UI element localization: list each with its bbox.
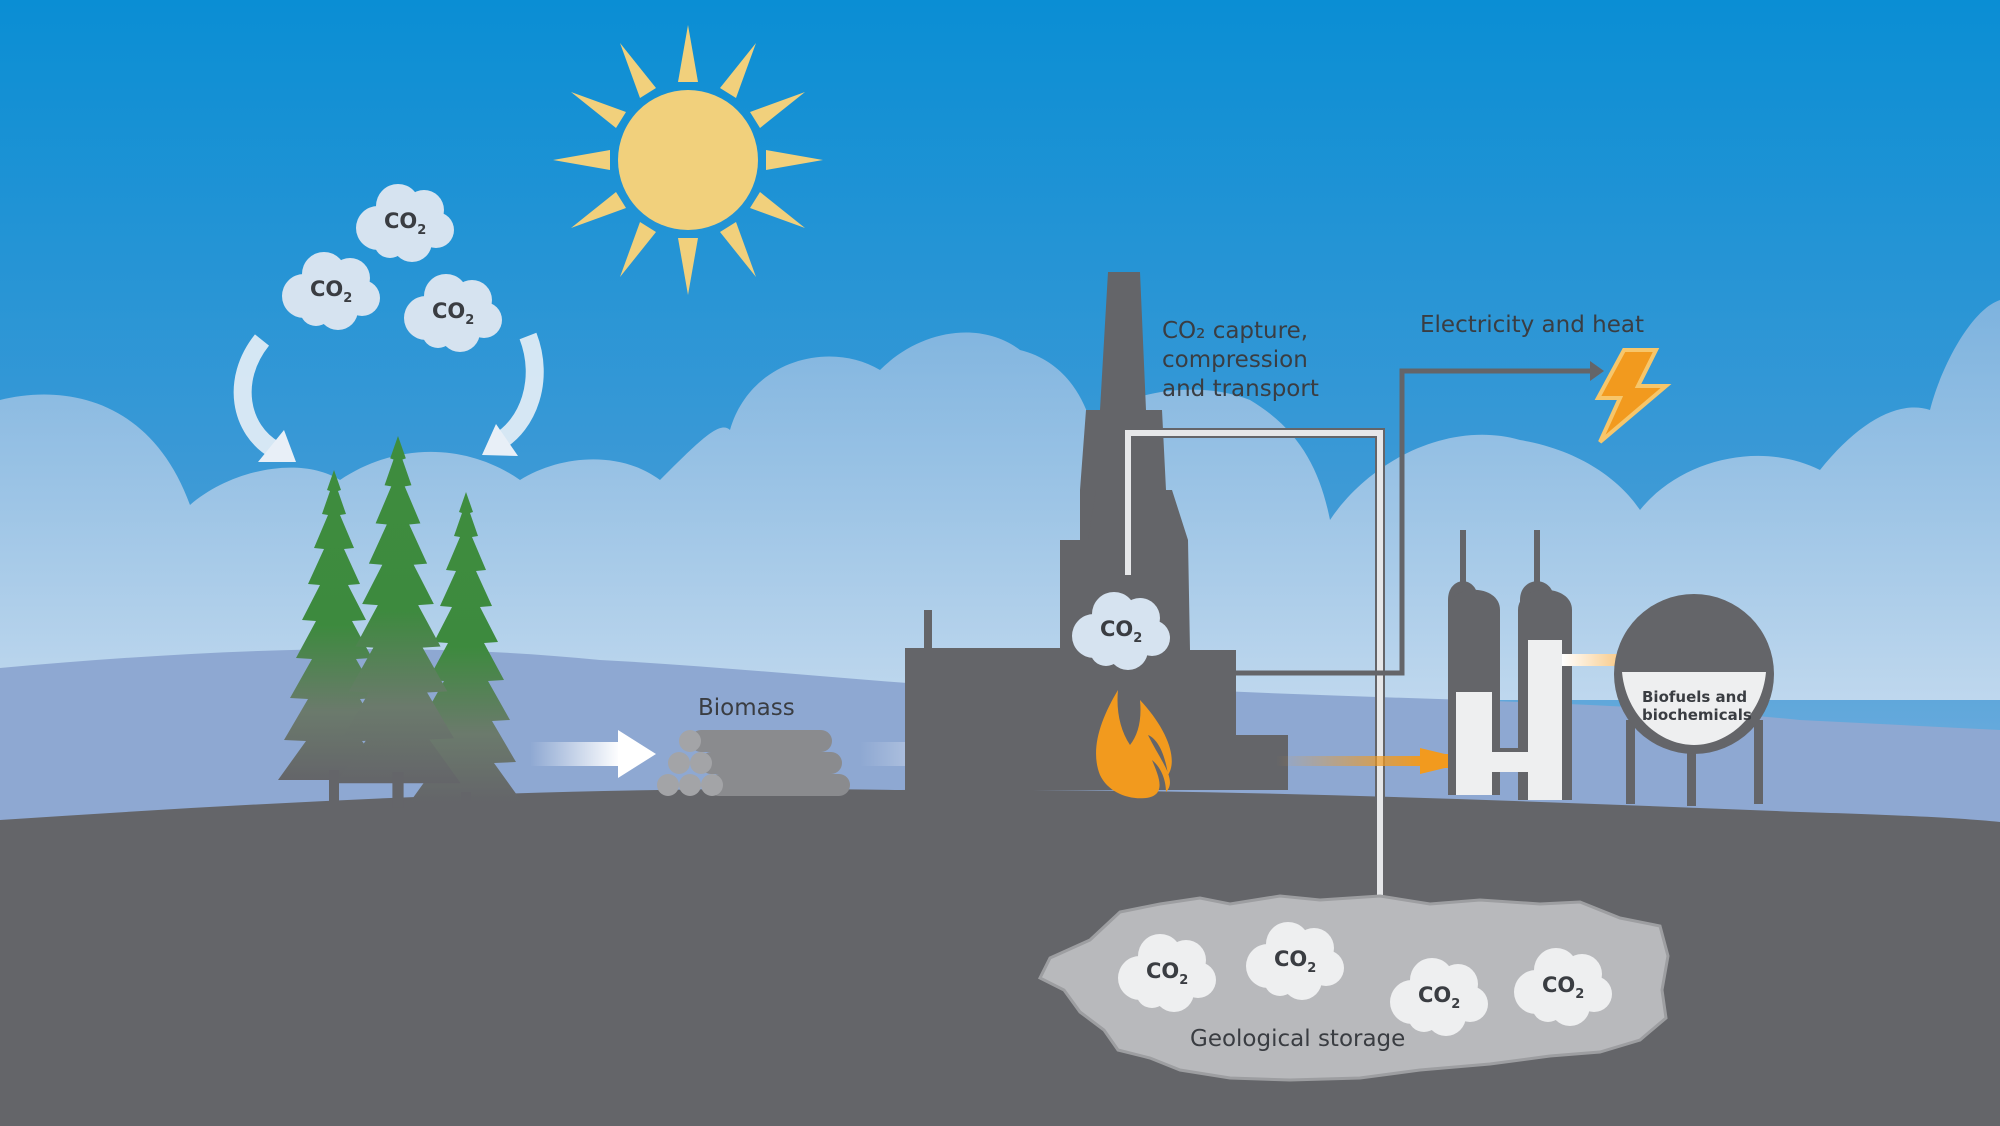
co2-cloud-icon: CO2 [1118,934,1216,1012]
flame-icon [1096,690,1172,799]
flow-arrow-to-biomass [530,730,656,778]
svg-text:CO2: CO2 [384,209,426,238]
co2-subscript: 2 [1179,973,1188,988]
log-pile-icon [657,730,850,796]
co2-uptake-arrowhead-left [258,430,296,462]
capture-label-line3: and transport [1162,376,1319,402]
capture-label-line2: compression [1162,347,1308,373]
biomass-label: Biomass [698,695,795,721]
svg-text:CO2: CO2 [1274,947,1316,976]
co2-cloud-icon: CO2 [356,184,454,262]
co2-subscript: 2 [343,291,352,306]
svg-text:CO2: CO2 [1418,983,1460,1012]
co2-text: CO [1146,959,1179,983]
co2-text: CO [384,209,417,233]
svg-text:CO2: CO2 [1146,959,1188,988]
electricity-line [1236,361,1604,676]
co2-text: CO [1274,947,1307,971]
co2-cloud-icon: CO2 [282,252,380,330]
tree-icon [278,436,522,828]
cloud-band [0,300,2000,700]
geological-storage [1037,894,1670,1082]
co2-cloud-icon: CO2 [1390,958,1488,1036]
co2-capture-pipeline [1123,428,1385,940]
co2-subscript: 2 [1133,631,1142,646]
ground [0,789,2000,1126]
lightning-bolt-icon [1594,348,1672,444]
co2-text: CO [432,299,465,323]
biofuels-label-line2: biochemicals [1642,706,1752,724]
co2-cloud-icon: CO2 [404,274,502,352]
co2-text: CO [1100,617,1133,641]
co2-subscript: 2 [465,313,474,328]
svg-text:CO2: CO2 [1542,973,1584,1002]
co2-cloud-icon: CO2 [1514,948,1612,1026]
biofuel-tank [1614,594,1774,806]
co2-uptake-arrow-left [233,334,280,458]
capture-label-line1: CO₂ capture, [1162,318,1308,344]
co2-subscript: 2 [1451,997,1460,1012]
refinery-columns [1448,530,1572,800]
co2-uptake-arrow-right [493,332,544,450]
co2-uptake-arrowhead-right [482,424,518,456]
co2-subscript: 2 [417,223,426,238]
geological-storage-label: Geological storage [1190,1026,1405,1052]
capture-label: CO₂ capture, compression and transport [1162,318,1319,402]
svg-text:CO2: CO2 [1100,617,1142,646]
sun-icon [553,25,823,295]
svg-text:CO2: CO2 [310,277,352,306]
co2-text: CO [310,277,343,301]
co2-cloud-icon: CO2 [1246,922,1344,1000]
co2-subscript: 2 [1307,961,1316,976]
co2-text: CO [1418,983,1451,1007]
co2-subscript: 2 [1575,987,1584,1002]
svg-text:CO2: CO2 [432,299,474,328]
co2-cloud-icon: CO2 [1072,592,1170,670]
electricity-label: Electricity and heat [1420,312,1644,338]
biofuels-label-line1: Biofuels and [1642,688,1747,706]
co2-text: CO [1542,973,1575,997]
biofuels-label: Biofuels and biochemicals [1642,688,1752,724]
